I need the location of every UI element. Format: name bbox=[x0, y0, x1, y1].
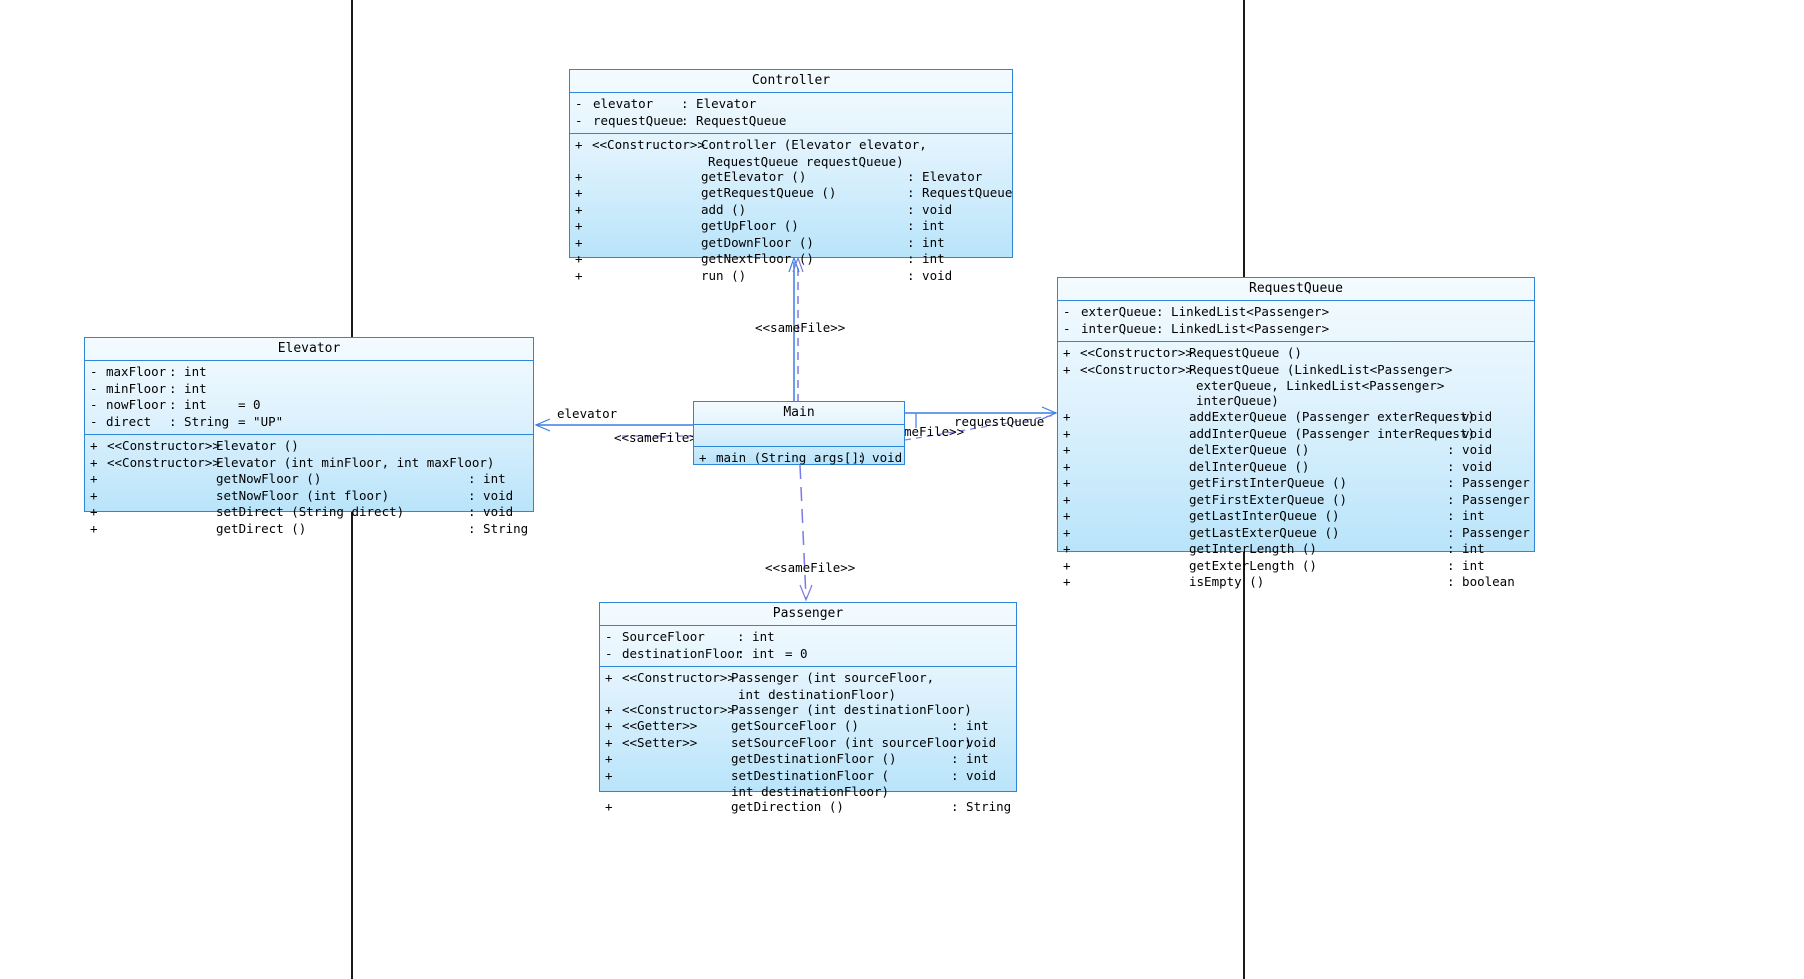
method-row: +<<Getter>>getSourceFloor (): int bbox=[605, 718, 989, 733]
method-row-continuation: RequestQueue requestQueue) bbox=[708, 153, 904, 169]
class-name: Controller bbox=[570, 70, 1012, 93]
method-row: +setDestinationFloor (: void bbox=[605, 767, 997, 783]
methods-section: +main (String args[]): void bbox=[694, 447, 904, 471]
class-main[interactable]: Main +main (String args[]): void bbox=[693, 401, 905, 465]
method-row: +addInterQueue (Passenger interRequest):… bbox=[1063, 425, 1493, 441]
method-row: +<<Constructor>>Passenger (int destinati… bbox=[605, 701, 972, 717]
class-requestqueue[interactable]: RequestQueue -exterQueue: LinkedList<Pas… bbox=[1057, 277, 1535, 589]
method-row: +getNextFloor (): int bbox=[575, 251, 945, 266]
class-elevator[interactable]: Elevator -maxFloor: int -minFloor: int -… bbox=[84, 337, 534, 536]
method-row: +getDownFloor (): int bbox=[575, 234, 945, 250]
label-main-passenger-samefile: <<sameFile>> bbox=[765, 560, 856, 575]
attribute-row: - requestQueue : RequestQueue bbox=[575, 112, 787, 128]
attribute-row: -nowFloor: int= 0 bbox=[90, 397, 261, 412]
method-row: +<<Constructor>>Elevator () bbox=[90, 438, 299, 453]
method-row: +main (String args[]): void bbox=[699, 450, 903, 465]
method-row: +<<Constructor>>Passenger (int sourceFlo… bbox=[605, 670, 935, 685]
method-row: +getNowFloor (): int bbox=[90, 471, 506, 486]
method-row: +getDirect (): String bbox=[90, 520, 529, 536]
method-row: +addExterQueue (Passenger exterRequest):… bbox=[1063, 409, 1493, 424]
attribute-row: -direct: String= "UP" bbox=[90, 413, 284, 429]
method-row: +add (): void bbox=[575, 201, 953, 217]
attributes-section: -exterQueue: LinkedList<Passenger> -inte… bbox=[1058, 301, 1534, 342]
label-main-requestqueue-samefile: meFile>> bbox=[904, 424, 965, 439]
label-main-controller-samefile: <<sameFile>> bbox=[755, 320, 846, 335]
method-row: +run (): void bbox=[575, 267, 953, 283]
method-row: +getFirstInterQueue (): Passenger bbox=[1063, 475, 1530, 490]
method-row: +getUpFloor (): int bbox=[575, 218, 945, 233]
method-row: +getDestinationFloor (): int bbox=[605, 751, 989, 766]
methods-section: +<<Constructor>>RequestQueue () +<<Const… bbox=[1058, 342, 1534, 595]
method-row-continuation: int destinationFloor) bbox=[731, 784, 890, 799]
attribute-row: -destinationFloor: int= 0 bbox=[605, 645, 808, 661]
attribute-row: -maxFloor: int bbox=[90, 364, 207, 379]
class-name: RequestQueue bbox=[1058, 278, 1534, 301]
attributes-section bbox=[694, 425, 904, 447]
method-row-continuation: int destinationFloor) bbox=[738, 686, 897, 702]
method-row-continuation: exterQueue, LinkedList<Passenger> bbox=[1196, 378, 1445, 393]
method-row: +getRequestQueue (): RequestQueue bbox=[575, 185, 1013, 200]
attribute-row: -SourceFloor: int bbox=[605, 629, 775, 644]
method-row: +getInterLength (): int bbox=[1063, 541, 1485, 556]
method-row: +delInterQueue (): void bbox=[1063, 458, 1493, 474]
class-name: Passenger bbox=[600, 603, 1016, 626]
methods-section: +<<Constructor>>Passenger (int sourceFlo… bbox=[600, 667, 1016, 820]
methods-section: + <<Constructor>> Controller (Elevator e… bbox=[570, 134, 1012, 288]
class-name: Elevator bbox=[85, 338, 533, 361]
label-main-elevator-role: elevator bbox=[557, 406, 618, 421]
method-row: +delExterQueue (): void bbox=[1063, 442, 1493, 457]
method-row: +setNowFloor (int floor): void bbox=[90, 487, 514, 503]
label-main-elevator-samefile: <<sameFile>> bbox=[614, 430, 705, 445]
attributes-section: -SourceFloor: int -destinationFloor: int… bbox=[600, 626, 1016, 667]
method-row: +getExterLength (): int bbox=[1063, 557, 1485, 573]
attributes-section: - elevator : Elevator - requestQueue : R… bbox=[570, 93, 1012, 134]
class-passenger[interactable]: Passenger -SourceFloor: int -destination… bbox=[599, 602, 1017, 814]
class-controller[interactable]: Controller - elevator : Elevator - reque… bbox=[569, 69, 1013, 283]
method-row: +<<Constructor>>RequestQueue () bbox=[1063, 345, 1302, 360]
main-elevator-arrowhead bbox=[534, 418, 551, 432]
method-row: +getElevator (): Elevator bbox=[575, 168, 983, 184]
method-row: +getLastInterQueue (): int bbox=[1063, 508, 1485, 523]
method-row: +<<Setter>>setSourceFloor (int sourceFlo… bbox=[605, 734, 997, 750]
method-row: +getDirection (): String bbox=[605, 799, 1012, 814]
methods-section: +<<Constructor>>Elevator () +<<Construct… bbox=[85, 435, 533, 541]
main-controller-arrowhead bbox=[788, 256, 800, 273]
method-row: + <<Constructor>> Controller (Elevator e… bbox=[575, 137, 927, 152]
method-row: +<<Constructor>>RequestQueue (LinkedList… bbox=[1063, 361, 1453, 377]
attribute-row: -interQueue: LinkedList<Passenger> bbox=[1063, 320, 1330, 336]
attributes-section: -maxFloor: int -minFloor: int -nowFloor:… bbox=[85, 361, 533, 435]
attribute-row: - elevator : Elevator bbox=[575, 96, 757, 111]
method-row: +isEmpty (): boolean bbox=[1063, 574, 1515, 589]
method-row: +setDirect (String direct): void bbox=[90, 504, 514, 519]
method-row: +<<Constructor>>Elevator (int minFloor, … bbox=[90, 454, 495, 470]
method-row: +getLastExterQueue (): Passenger bbox=[1063, 524, 1530, 540]
method-row-continuation: interQueue) bbox=[1196, 393, 1279, 408]
method-row: +getFirstExterQueue (): Passenger bbox=[1063, 491, 1530, 507]
attribute-row: -exterQueue: LinkedList<Passenger> bbox=[1063, 304, 1330, 319]
attribute-row: -minFloor: int bbox=[90, 380, 207, 396]
label-main-requestqueue-role: requestQueue bbox=[954, 414, 1045, 429]
main-passenger-arrowhead bbox=[799, 584, 813, 602]
main-passenger-dependency bbox=[799, 464, 807, 599]
class-name: Main bbox=[694, 402, 904, 425]
